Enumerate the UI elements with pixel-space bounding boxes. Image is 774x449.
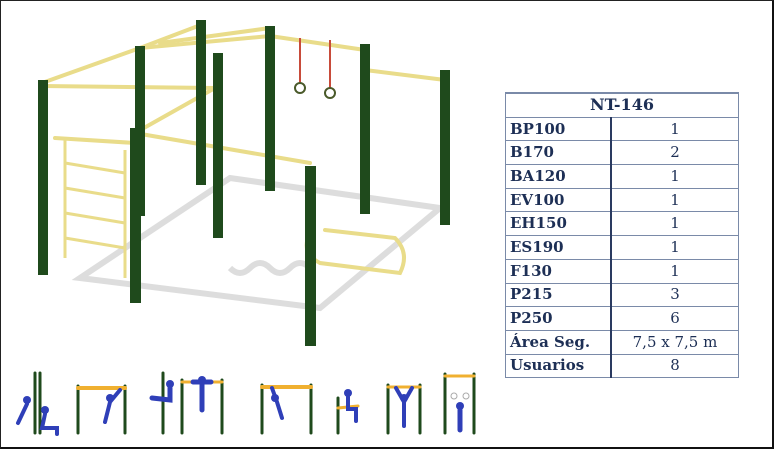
component-qty: 1 xyxy=(610,116,739,142)
hanging-bar-icon xyxy=(386,383,422,435)
component-code: BA120 xyxy=(505,164,612,189)
safety-area-value: 7,5 x 7,5 m xyxy=(610,329,739,355)
model-title: NT-146 xyxy=(505,91,739,118)
component-code: ES190 xyxy=(505,235,612,260)
wall-bars-lunge-icon xyxy=(16,371,59,436)
table-header-row: NT-146 xyxy=(505,91,739,118)
pull-up-bar-icon xyxy=(180,376,224,435)
table-row: Área Seg.7,5 x 7,5 m xyxy=(505,329,739,355)
horizontal-ladder-icon xyxy=(260,383,313,435)
gym-rings-icon xyxy=(443,372,476,435)
calisthenics-structure-illustration xyxy=(38,20,450,346)
component-code: EH150 xyxy=(505,211,612,237)
rings xyxy=(294,38,336,99)
monkey-bar-swing-icon xyxy=(76,384,127,435)
component-qty: 1 xyxy=(610,164,739,189)
component-code: EV100 xyxy=(505,187,612,213)
top-bars xyxy=(40,24,447,276)
posts xyxy=(38,20,450,346)
wall-bars xyxy=(63,140,127,278)
component-code: P250 xyxy=(505,306,612,331)
component-qty: 1 xyxy=(610,187,739,213)
component-qty: 6 xyxy=(610,306,739,331)
component-code: F130 xyxy=(505,258,612,284)
component-qty: 1 xyxy=(610,211,739,237)
component-code: P215 xyxy=(505,282,612,308)
users-label: Usuarios xyxy=(505,353,612,379)
leg-raise-post-icon xyxy=(149,371,174,435)
safety-area-label: Área Seg. xyxy=(505,329,612,355)
component-qty: 1 xyxy=(610,235,739,260)
component-qty: 2 xyxy=(610,140,739,166)
component-code: B170 xyxy=(505,140,612,166)
component-qty: 3 xyxy=(610,282,739,308)
component-code: BP100 xyxy=(505,116,612,142)
parallel-bar-dip-icon xyxy=(336,389,360,435)
exercise-icons xyxy=(16,371,476,436)
component-qty: 1 xyxy=(610,258,739,284)
users-value: 8 xyxy=(610,353,739,379)
